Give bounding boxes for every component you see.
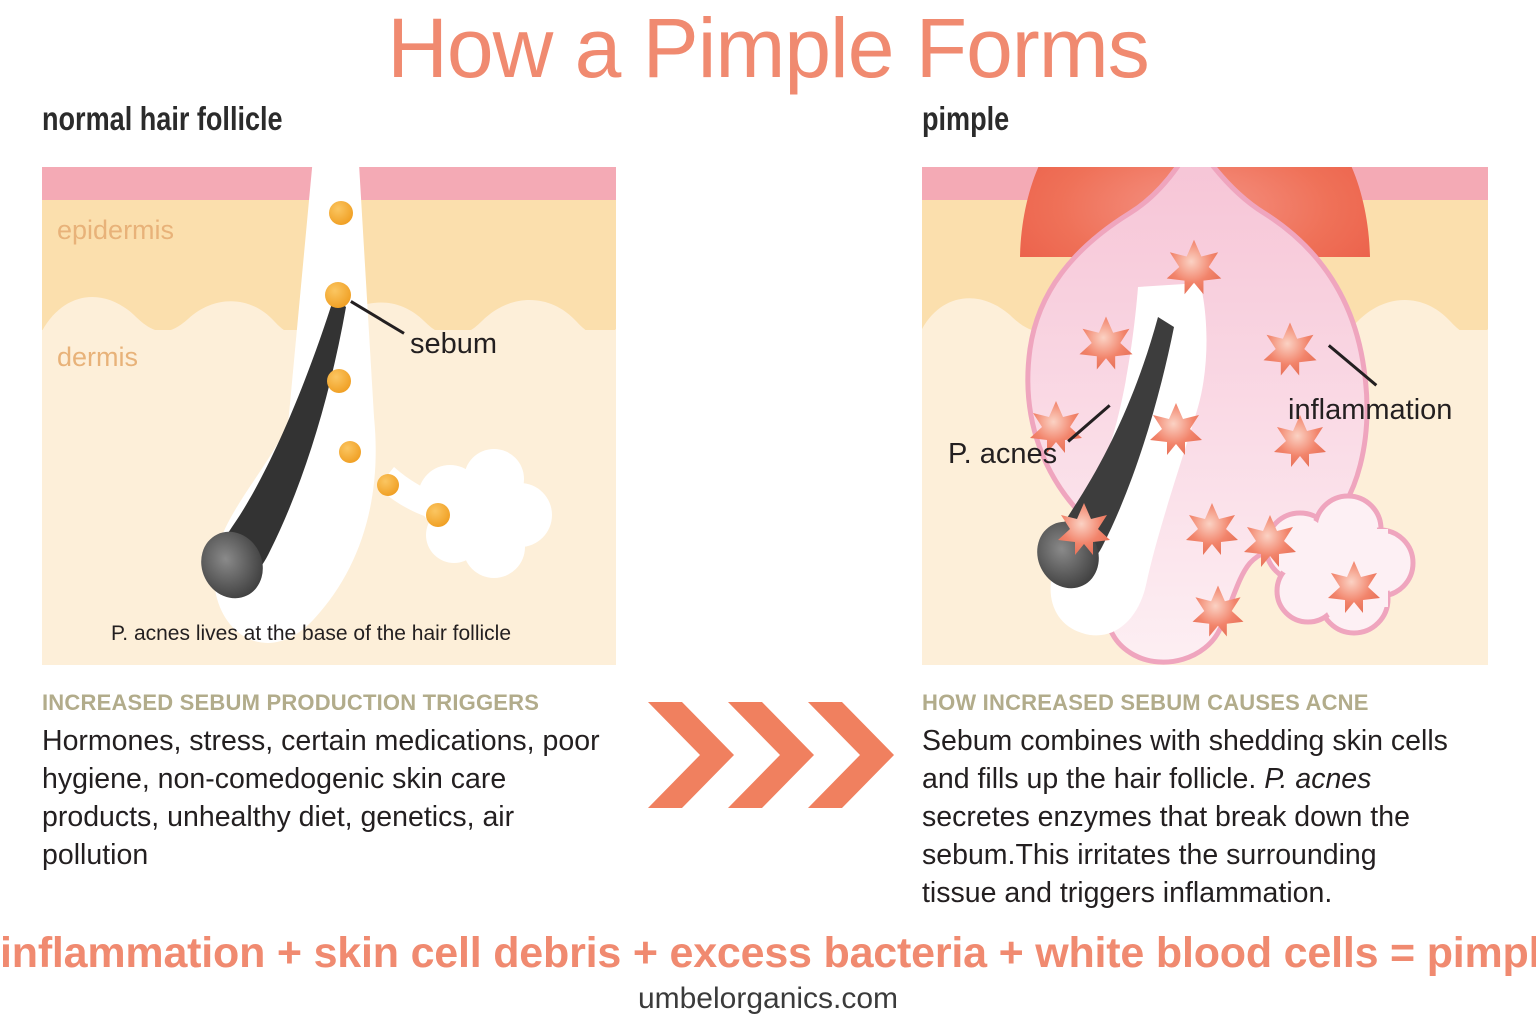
right-text-italic-species: P. acnes xyxy=(1264,763,1372,795)
pacnes-callout-label: P. acnes xyxy=(948,438,1058,470)
left-panel-footnote: P. acnes lives at the base of the hair f… xyxy=(42,622,616,646)
left-text-block: INCREASED SEBUM PRODUCTION TRIGGERS Horm… xyxy=(42,690,602,874)
right-panel-footnote xyxy=(922,622,1488,646)
inflammation-callout-label: inflammation xyxy=(1288,394,1453,426)
summary-banner: inflammation + skin cell debris + excess… xyxy=(0,929,1536,977)
process-arrows xyxy=(646,700,896,810)
left-footnote-text: P. acnes lives at the base of the hair f… xyxy=(110,622,511,645)
sebaceous-gland xyxy=(418,449,552,578)
pimple-diagram xyxy=(922,167,1488,665)
normal-follicle-diagram: epidermis dermis xyxy=(42,167,616,665)
hair-follicle-shape xyxy=(201,167,552,643)
p-acnes-bacteria xyxy=(1030,239,1380,637)
inflamed-follicle-shape xyxy=(1020,167,1416,665)
left-text-body: Hormones, stress, certain medications, p… xyxy=(42,725,600,871)
website-url: umbelorganics.com xyxy=(637,982,899,1015)
right-text-body: Sebum combines with shedding skin cells … xyxy=(922,722,1452,912)
right-panel-caption: pimple xyxy=(922,100,1010,137)
page-title: How a Pimple Forms xyxy=(387,1,1150,95)
left-text-heading: INCREASED SEBUM PRODUCTION TRIGGERS xyxy=(42,690,540,715)
chevron-right-icon xyxy=(648,702,894,808)
right-text-heading: HOW INCREASED SEBUM CAUSES ACNE xyxy=(922,690,1369,715)
right-text-block: HOW INCREASED SEBUM CAUSES ACNE Sebum co… xyxy=(922,690,1452,912)
right-text-part2: secretes enzymes that break down the seb… xyxy=(922,801,1410,909)
dermis-label: dermis xyxy=(57,342,139,372)
right-text-part1: Sebum combines with shedding skin cells … xyxy=(922,725,1448,795)
sebum-callout-label: sebum xyxy=(410,328,498,360)
left-panel-caption: normal hair follicle xyxy=(42,100,283,137)
sebum-droplets xyxy=(325,201,450,527)
epidermis-label: epidermis xyxy=(57,215,175,245)
